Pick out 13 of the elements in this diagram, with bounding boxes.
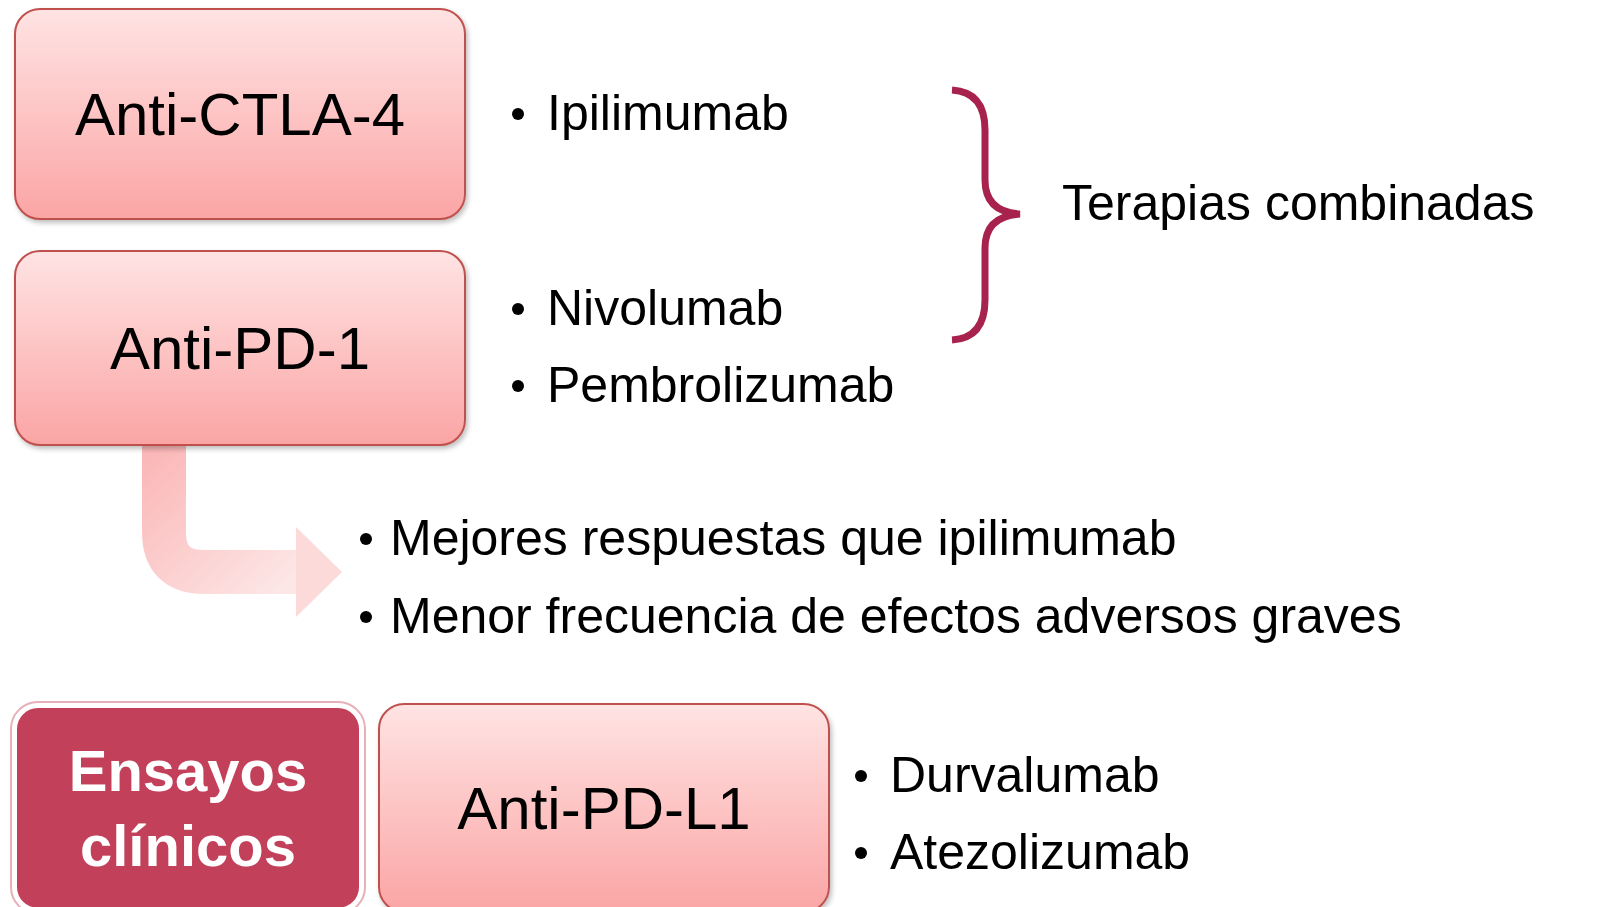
list-text: Durvalumab	[890, 750, 1160, 800]
list-text: Nivolumab	[547, 283, 784, 333]
category-box: Anti-CTLA-4	[14, 8, 466, 220]
bullet-text: Menor frecuencia de efectos adversos graves	[390, 591, 1402, 641]
list-text: Pembrolizumab	[547, 360, 895, 410]
category-box: Anti-PD-1	[14, 250, 466, 446]
list-text: Atezolizumab	[890, 827, 1191, 877]
highlight-box: Ensayos clínicos	[12, 703, 364, 907]
category-box: Anti-PD-L1	[378, 703, 830, 907]
bullet-text: Mejores respuestas que ipilimumab	[390, 513, 1177, 563]
list-text: Terapias combinadas	[1062, 178, 1535, 228]
bent-arrow	[142, 446, 342, 617]
list-text: Ipilimumab	[547, 88, 789, 138]
